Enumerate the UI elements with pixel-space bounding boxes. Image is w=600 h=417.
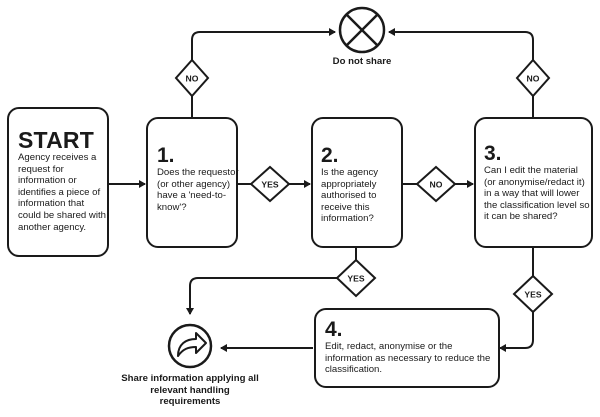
svg-text:YES: YES — [261, 180, 278, 190]
start-title: START — [18, 127, 94, 153]
start-box: START Agency receives a request for info… — [7, 107, 109, 257]
step2-text: Is the agency appropriately authorised t… — [321, 167, 379, 225]
svg-text:NO: NO — [430, 180, 443, 190]
connector-step3-to-step4 — [499, 248, 534, 352]
cross-circle-icon — [338, 6, 386, 54]
decision-yes-step1: YES — [249, 165, 291, 203]
step1-number: 1. — [157, 144, 175, 167]
decision-no-step2: NO — [415, 165, 457, 203]
share-label: Share information applying all relevant … — [121, 373, 259, 408]
svg-text:YES: YES — [347, 274, 364, 284]
svg-text:NO: NO — [527, 74, 540, 84]
step1-text: Does the requestor (or other agency) hav… — [157, 167, 239, 213]
decision-yes-step3: YES — [512, 274, 554, 314]
step4-box: 4. Edit, redact, anonymise or the inform… — [314, 308, 500, 388]
decision-no-step1: NO — [174, 58, 210, 98]
do-not-share-label: Do not share — [332, 56, 392, 67]
step4-text: Edit, redact, anonymise or the informati… — [325, 341, 491, 376]
connector-step1-to-do-not-share — [191, 28, 336, 118]
svg-text:NO: NO — [186, 74, 199, 84]
start-text: Agency receives a request for informatio… — [18, 152, 106, 233]
step3-text: Can I edit the material (or anonymise/re… — [484, 165, 590, 223]
decision-no-step3: NO — [515, 58, 551, 98]
share-arrow-circle-icon — [167, 323, 213, 369]
svg-text:YES: YES — [524, 290, 541, 300]
connector-step3-to-do-not-share — [388, 28, 534, 118]
connector-step2-to-share — [186, 248, 357, 315]
decision-yes-step2: YES — [335, 258, 377, 298]
step2-number: 2. — [321, 144, 339, 167]
step3-number: 3. — [484, 142, 502, 165]
step1-box: 1. Does the requestor (or other agency) … — [146, 117, 239, 248]
step4-number: 4. — [325, 318, 343, 341]
step2-box: 2. Is the agency appropriately authorise… — [311, 117, 403, 248]
step3-box: 3. Can I edit the material (or anonymise… — [474, 117, 593, 248]
